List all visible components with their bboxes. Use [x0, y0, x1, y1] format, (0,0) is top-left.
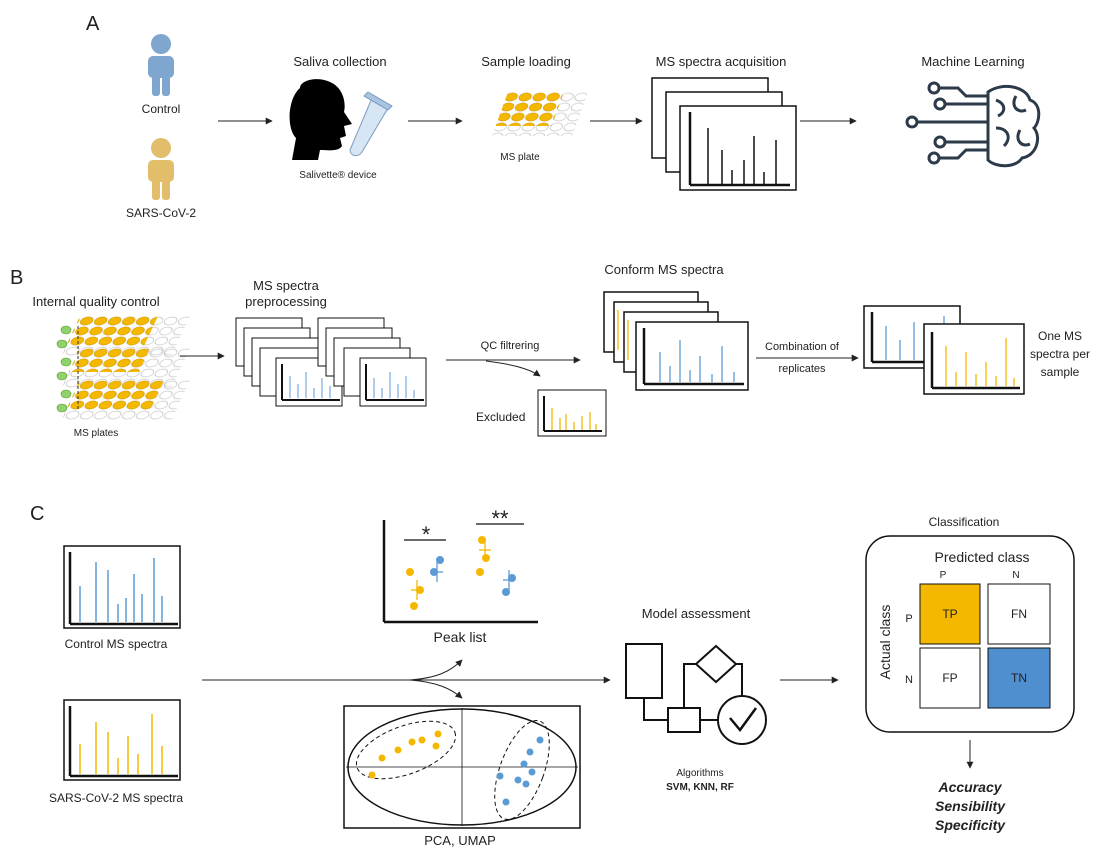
fn-label: FN [1011, 607, 1027, 621]
salivette-caption: Salivette® device [299, 170, 377, 181]
excluded-spectra-icon [537, 389, 607, 437]
panel-c: C Control MS spectra SARS-CoV-2 MS spect… [30, 503, 1075, 848]
sars-person-icon [148, 138, 174, 200]
one-spectra-1: One MS [1038, 329, 1082, 343]
preprocessing-spectra-stack [235, 317, 427, 407]
pca-plot [343, 705, 581, 829]
conform-title: Conform MS spectra [604, 262, 724, 277]
peak-list-caption: Peak list [434, 629, 487, 645]
brain-circuit-icon [905, 81, 1041, 168]
arrow-to-pca [409, 679, 463, 699]
tube-icon [349, 91, 393, 157]
classification-title: Classification [929, 515, 1000, 529]
qc-plates-icon [56, 316, 190, 420]
one-spectra-3: sample [1041, 365, 1080, 379]
cell-fn [987, 583, 1051, 645]
metric-accuracy: Accuracy [937, 779, 1002, 795]
metric-sensibility: Sensibility [935, 798, 1006, 814]
panel-c-label: C [30, 503, 44, 525]
acquisition-title: MS spectra acquisition [656, 54, 787, 69]
tp-label: TP [942, 607, 957, 621]
spectra-stack-icon [651, 77, 797, 191]
arrow-excluded [485, 360, 541, 377]
panel-a-label: A [86, 13, 100, 35]
conform-spectra-stack [603, 291, 749, 391]
control-spectra-caption: Control MS spectra [65, 637, 168, 651]
preproc-title-1: MS spectra [253, 278, 320, 293]
control-label: Control [142, 102, 181, 116]
control-spectra-icon [63, 545, 181, 629]
loading-title: Sample loading [481, 54, 571, 69]
sars-spectra-caption: SARS-CoV-2 MS spectra [49, 791, 183, 805]
pred-n-label: N [1012, 570, 1019, 581]
predicted-class-label: Predicted class [935, 549, 1030, 565]
arrow-to-peaks [409, 659, 463, 681]
sars-label: SARS-CoV-2 [126, 206, 196, 220]
excluded-label: Excluded [476, 410, 525, 424]
peak-list-plot: * ** [382, 506, 538, 624]
one-spectra-2: spectra per [1030, 347, 1090, 361]
model-title: Model assessment [642, 606, 751, 621]
ml-title: Machine Learning [921, 54, 1024, 69]
fp-label: FP [942, 671, 957, 685]
pred-p-label: P [940, 570, 947, 581]
combined-spectra-icon [863, 305, 1025, 395]
plate-icon [491, 92, 588, 136]
plate-caption: MS plate [500, 152, 540, 163]
algorithms-title: Algorithms [676, 768, 723, 779]
control-person-icon [148, 34, 174, 96]
combination-1: Combination of [765, 341, 840, 353]
act-n-label: N [905, 674, 913, 686]
cell-tp [919, 583, 981, 645]
panel-a: A Control SARS-CoV-2 Saliva collection S… [86, 13, 1041, 220]
algorithms-list: SVM, KNN, RF [666, 782, 734, 793]
significance-2: ** [491, 506, 509, 531]
algorithm-flowchart-icon [625, 643, 767, 745]
tn-label: TN [1011, 671, 1027, 685]
cell-tn [987, 647, 1051, 709]
panel-b: B Internal quality control MS plates MS … [10, 262, 1090, 439]
plates-caption: MS plates [74, 428, 118, 439]
saliva-title: Saliva collection [293, 54, 386, 69]
iqc-title: Internal quality control [32, 294, 159, 309]
metric-specificity: Specificity [935, 817, 1006, 833]
combination-2: replicates [778, 363, 826, 375]
pca-caption: PCA, UMAP [424, 833, 496, 848]
cell-fp [919, 647, 981, 709]
panel-b-label: B [10, 267, 23, 289]
preproc-title-2: preprocessing [245, 294, 327, 309]
qc-label: QC filtrering [481, 340, 540, 352]
head-profile-icon [289, 79, 352, 160]
actual-class-label: Actual class [877, 605, 893, 680]
significance-1: * [422, 522, 431, 547]
sars-spectra-icon [63, 699, 181, 781]
act-p-label: P [905, 613, 912, 625]
